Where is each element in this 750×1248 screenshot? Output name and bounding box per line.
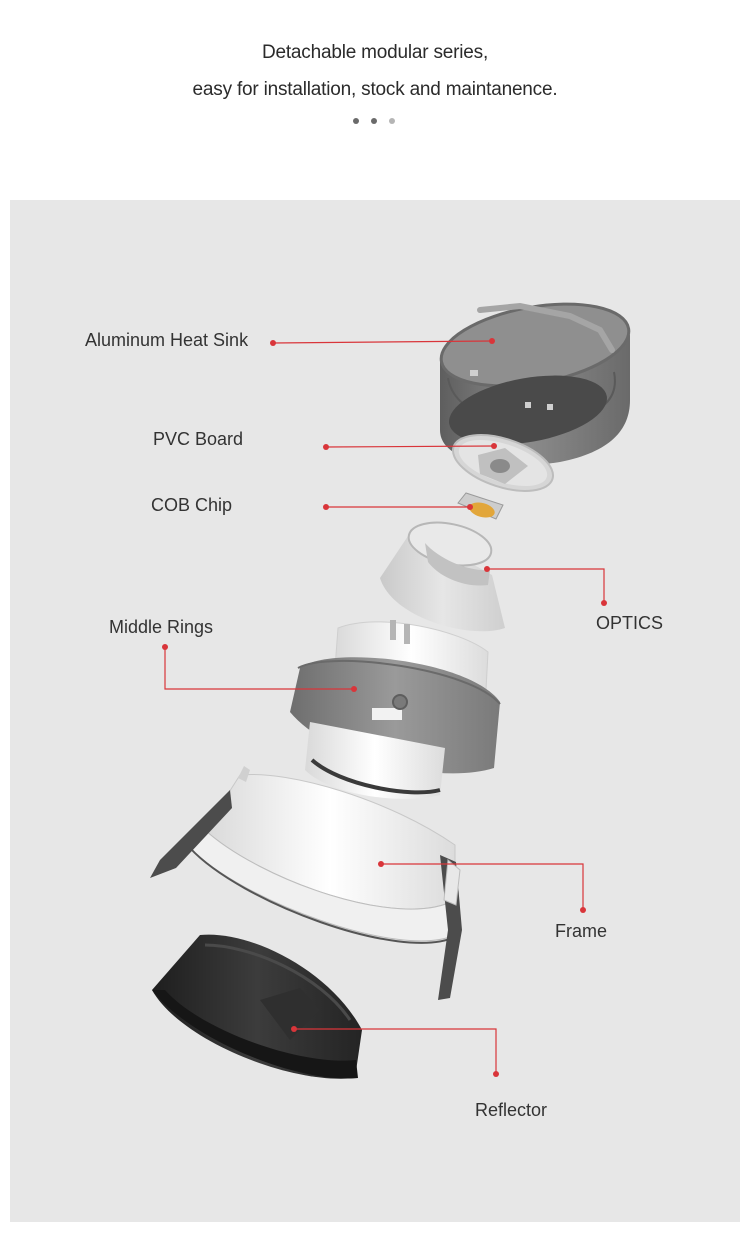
leader-lines	[164, 340, 605, 1074]
label-pvc-board: PVC Board	[153, 429, 244, 449]
label-cob-chip: COB Chip	[151, 495, 233, 515]
pagination-dot[interactable]	[371, 118, 377, 124]
label-heat-sink: Aluminum Heat Sink	[85, 330, 249, 350]
leader-dots	[162, 338, 607, 1077]
pagination-dots	[353, 118, 397, 126]
label-frame: Frame	[555, 921, 608, 941]
pagination-dot[interactable]	[353, 118, 359, 124]
pagination-dot[interactable]	[389, 118, 395, 124]
label-reflector: Reflector	[475, 1100, 548, 1120]
pvc-board-part	[451, 434, 555, 492]
leader-heat-sink	[272, 340, 493, 344]
leader-optics	[487, 568, 605, 603]
leader-reflector	[294, 1028, 497, 1074]
optics-part	[380, 521, 505, 632]
header: Detachable modular series, easy for inst…	[0, 0, 750, 200]
cob-chip-part	[457, 492, 504, 520]
leader-middle-rings	[164, 647, 354, 690]
frame-part	[150, 766, 462, 1000]
label-middle-rings: Middle Rings	[109, 617, 214, 637]
headline-line-2: easy for installation, stock and maintan…	[192, 79, 558, 100]
label-optics: OPTICS	[596, 613, 664, 633]
reflector-part	[152, 934, 362, 1079]
leader-frame	[381, 863, 584, 910]
middle-rings-part	[290, 620, 501, 799]
headline-line-1: Detachable modular series,	[261, 42, 489, 63]
heat-sink-part	[439, 302, 631, 466]
leader-pvc-board	[325, 445, 495, 448]
